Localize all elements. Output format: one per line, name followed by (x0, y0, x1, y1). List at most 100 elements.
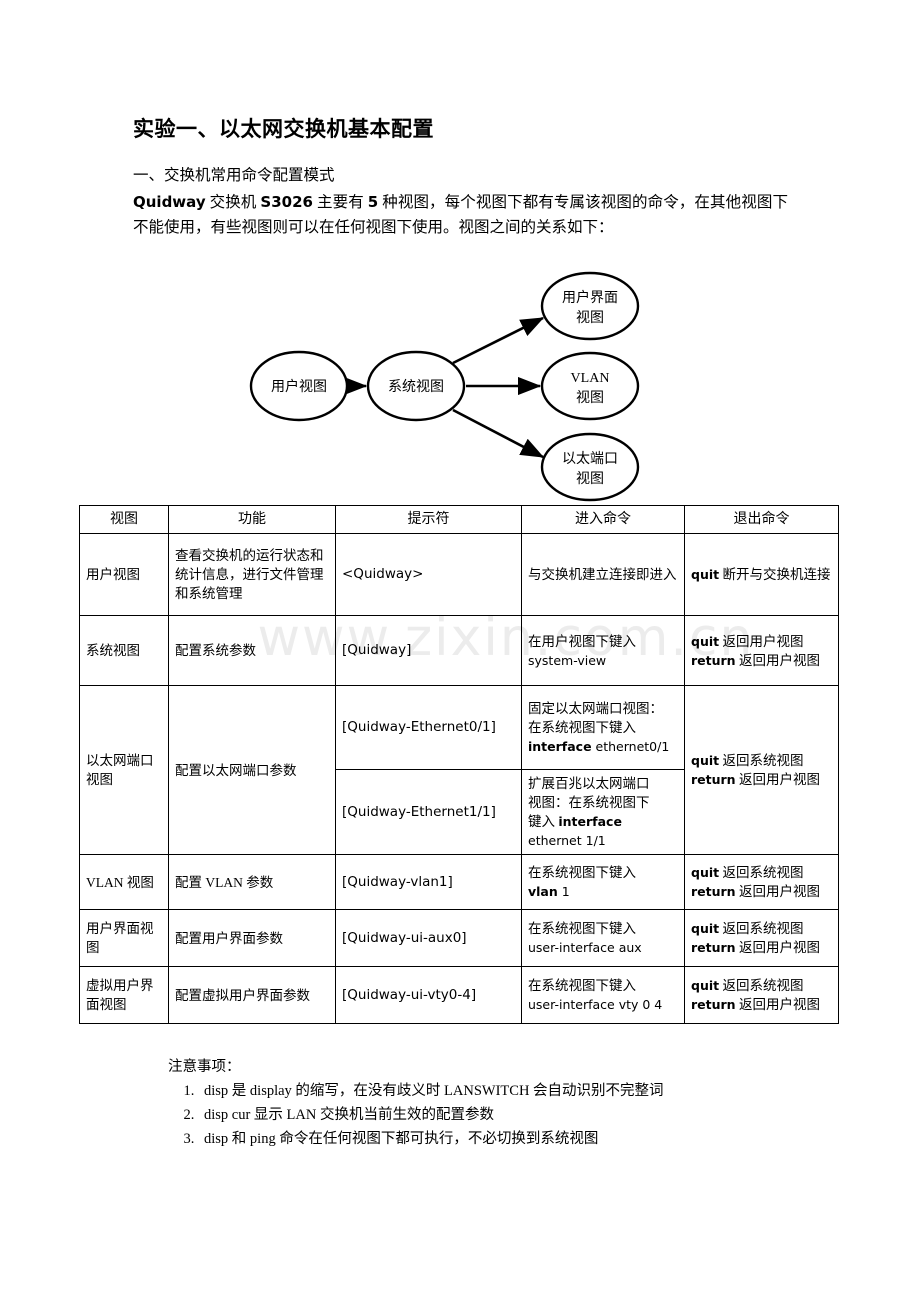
exit-text-3a: 返回系统视图 (719, 865, 804, 880)
table-row: 用户界面视图 配置用户界面参数 [Quidway-ui-aux0] 在系统视图下… (79, 909, 839, 967)
exit-text-4b: 返回用户视图 (735, 940, 820, 955)
enter-line-5-a: 在系统视图下键入 (528, 978, 636, 993)
list-item: disp 是 display 的缩写，在没有歧义时 LANSWITCH 会自动识… (198, 1079, 808, 1103)
enter-line-2a-2: 在系统视图下键入 (528, 720, 636, 735)
exit-text-0: 断开与交换机连接 (719, 567, 831, 582)
cell-exit-0: quit 断开与交换机连接 (684, 533, 839, 616)
keyword-quit-2: quit (691, 753, 720, 768)
cell-prompt-5: [Quidway-ui-vty0-4] (335, 966, 522, 1024)
view-modes-table: 视图 功能 提示符 进入命令 退出命令 用户视图 查看交换机的运行状态和统计信息… (79, 505, 839, 1024)
table-header-row: 视图 功能 提示符 进入命令 退出命令 (79, 505, 839, 534)
exit-line-3-b: return 返回用户视图 (691, 882, 832, 901)
exit-line-1-b: return 返回用户视图 (691, 651, 832, 670)
keyword-return-2: return (691, 772, 736, 787)
intro-text-1: 交换机 (205, 194, 261, 211)
exit-text-5a: 返回系统视图 (719, 978, 804, 993)
enter-line-4-a: 在系统视图下键入 (528, 921, 636, 936)
enter-line-2b-2: 视图：在系统视图下 (528, 795, 650, 810)
keyword-vlan-3: vlan (528, 884, 558, 899)
notes-list: disp 是 display 的缩写，在没有歧义时 LANSWITCH 会自动识… (168, 1079, 808, 1151)
list-item: disp 和 ping 命令在任何视图下都可执行，不必切换到系统视图 (198, 1127, 808, 1151)
column-header-view: 视图 (79, 505, 169, 534)
column-header-enter-command: 进入命令 (521, 505, 685, 534)
enter-line-1-a: 在用户视图下键入 (528, 633, 636, 649)
diagram-node-ethernet-port-view-label-2: 视图 (576, 471, 604, 487)
exit-line-1-a: quit 返回用户视图 (691, 632, 832, 651)
cell-prompt-0: <Quidway> (335, 533, 522, 616)
table-row: [Quidway-Ethernet1/1] 扩展百兆以太网端口 视图：在系统视图… (80, 769, 839, 855)
enter-line-3-b: vlan 1 (528, 882, 678, 901)
cell-function-2: 配置以太网端口参数 (168, 685, 336, 855)
cell-function-3: 配置 VLAN 参数 (168, 854, 336, 910)
column-header-function: 功能 (168, 505, 336, 534)
list-item: disp cur 显示 LAN 交换机当前生效的配置参数 (198, 1103, 808, 1127)
exit-line-2-a: quit 返回系统视图 (691, 751, 832, 770)
diagram-node-system-view: 系统视图 (366, 350, 466, 422)
exit-line-5-b: return 返回用户视图 (691, 995, 832, 1014)
cell-prompt-4: [Quidway-ui-aux0] (335, 909, 522, 967)
intro-bold-s3026: S3026 (260, 193, 313, 211)
notes-title: 注意事项： (168, 1059, 241, 1075)
enter-line-2a-3: interface ethernet0/1 (528, 737, 678, 756)
exit-text-4a: 返回系统视图 (719, 921, 804, 936)
enter-line-3-a: 在系统视图下键入 (528, 865, 636, 880)
keyword-quit-0: quit (691, 567, 720, 582)
cell-exit-1: quit 返回用户视图 return 返回用户视图 (684, 615, 839, 686)
exit-text-1a: 返回用户视图 (719, 633, 804, 649)
keyword-return-4: return (691, 940, 736, 955)
diagram-node-user-interface-view: 用户界面 视图 (540, 271, 640, 341)
exit-line-4-a: quit 返回系统视图 (691, 919, 832, 938)
edge-system-to-user-interface (452, 316, 545, 365)
exit-text-1b: 返回用户视图 (735, 652, 820, 668)
diagram-node-vlan-view-label-1: VLAN (571, 371, 610, 386)
diagram-node-ethernet-port-view-label-1: 以太端口 (562, 451, 618, 467)
table-row: 虚拟用户界面视图 配置虚拟用户界面参数 [Quidway-ui-vty0-4] … (79, 966, 839, 1024)
cell-exit-4: quit 返回系统视图 return 返回用户视图 (684, 909, 839, 967)
cell-exit-3: quit 返回系统视图 return 返回用户视图 (684, 854, 839, 910)
cell-enter-4: 在系统视图下键入 user-interface aux (521, 909, 685, 967)
cell-prompt-3: [Quidway-vlan1] (335, 854, 522, 910)
enter-line-2b-3: 键入 interface (528, 812, 678, 831)
keyword-quit-4: quit (691, 921, 720, 936)
keyword-return-1: return (691, 652, 736, 668)
cell-enter-0: 与交换机建立连接即进入 (521, 533, 685, 616)
enter-line-2b-1: 扩展百兆以太网端口 (528, 776, 650, 791)
table-row: VLAN 视图 配置 VLAN 参数 [Quidway-vlan1] 在系统视图… (79, 854, 839, 910)
cell-prompt-2b: [Quidway-Ethernet1/1] (335, 769, 522, 855)
diagram-node-user-view-label: 用户视图 (271, 378, 327, 395)
enter-prefix-2b: 键入 (528, 814, 559, 829)
intro-text-2: 主要有 (312, 194, 368, 211)
exit-line-4-b: return 返回用户视图 (691, 938, 832, 957)
keyword-interface-2a: interface (528, 739, 592, 754)
diagram-node-user-interface-view-label-1: 用户界面 (562, 289, 618, 306)
keyword-return-3: return (691, 884, 736, 899)
table-row: 用户视图 查看交换机的运行状态和统计信息，进行文件管理和系统管理 <Quidwa… (79, 533, 839, 616)
cell-view-4: 用户界面视图 (79, 909, 169, 967)
cell-view-0: 用户视图 (79, 533, 169, 616)
page-title: 实验一、以太网交换机基本配置 (133, 117, 434, 141)
cell-enter-5: 在系统视图下键入 user-interface vty 0 4 (521, 966, 685, 1024)
exit-text-5b: 返回用户视图 (735, 997, 820, 1012)
table-row: 以太网端口视图 配置以太网端口参数 [Quidway-Ethernet0/1] … (79, 685, 839, 855)
section-heading: 一、交换机常用命令配置模式 (133, 167, 335, 184)
exit-text-3b: 返回用户视图 (735, 884, 820, 899)
keyword-quit-3: quit (691, 865, 720, 880)
cell-exit-2: quit 返回系统视图 return 返回用户视图 (684, 685, 839, 855)
cell-function-0: 查看交换机的运行状态和统计信息，进行文件管理和系统管理 (168, 533, 336, 616)
cell-exit-5: quit 返回系统视图 return 返回用户视图 (684, 966, 839, 1024)
diagram-node-ethernet-port-view: 以太端口 视图 (540, 432, 640, 502)
table-row: 系统视图 配置系统参数 [Quidway] 在用户视图下键入 system-vi… (79, 615, 839, 686)
intro-paragraph: Quidway 交换机 S3026 主要有 5 种视图，每个视图下都有专属该视图… (133, 190, 788, 240)
enter-line-4-b: user-interface aux (528, 940, 642, 955)
exit-text-2a: 返回系统视图 (719, 753, 804, 768)
cell-enter-3: 在系统视图下键入 vlan 1 (521, 854, 685, 910)
keyword-quit-5: quit (691, 978, 720, 993)
intro-bold-count: 5 (367, 193, 379, 211)
cell-view-1: 系统视图 (79, 615, 169, 686)
edge-system-to-ethernet-port (452, 408, 545, 459)
exit-line-5-a: quit 返回系统视图 (691, 976, 832, 995)
enter-arg-3: 1 (557, 884, 570, 899)
cell-view-3: VLAN 视图 (79, 854, 169, 910)
keyword-quit-1: quit (691, 633, 720, 649)
